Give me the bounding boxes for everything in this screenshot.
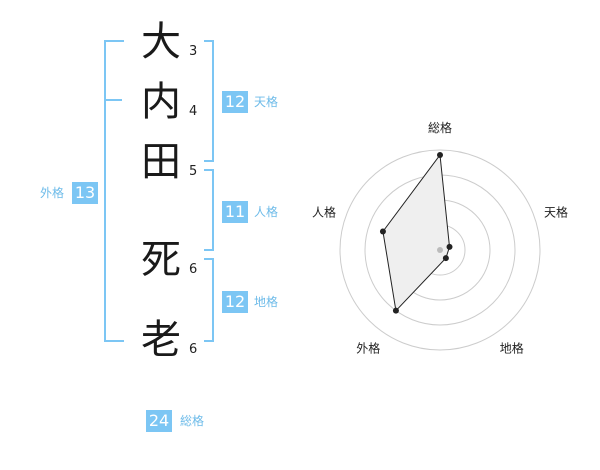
gaikaku-label: 外格 [40, 186, 65, 200]
chikaku-bracket [204, 258, 214, 342]
tenkaku-label: 天格 [254, 95, 279, 109]
stroke-count-1: 3 [189, 44, 198, 59]
radar-ring-4 [339, 149, 541, 351]
name-char-1: 大 [141, 19, 181, 65]
chikaku-label: 地格 [254, 295, 279, 309]
radar-axis-label-2: 天格 [544, 204, 568, 219]
radar-point-3 [442, 255, 449, 262]
radar-axis-label-4: 外格 [356, 341, 380, 356]
stroke-count-2: 4 [189, 104, 198, 119]
jinkaku-bracket [204, 169, 214, 251]
radar-axis-label-1: 総格 [428, 120, 452, 135]
stroke-count-4: 6 [189, 262, 198, 277]
soukaku-label: 総格 [180, 414, 205, 428]
jinkaku-value: 11 [222, 201, 248, 223]
stroke-count-5: 6 [189, 342, 198, 357]
name-char-4: 死 [141, 237, 181, 283]
name-char-5: 老 [141, 317, 181, 363]
radar-axis-label-3: 地格 [500, 341, 524, 356]
radar-area [382, 153, 451, 312]
jinkaku-label: 人格 [254, 205, 279, 219]
radar-point-5 [379, 228, 386, 235]
gaikaku-bracket-mid-tick [104, 99, 122, 101]
radar-point-2 [446, 243, 453, 250]
gaikaku-value: 13 [72, 182, 98, 204]
tenkaku-bracket [204, 40, 214, 162]
chikaku-value: 12 [222, 291, 248, 313]
radar-axis-label-5: 人格 [312, 204, 336, 219]
tenkaku-value: 12 [222, 91, 248, 113]
stroke-count-3: 5 [189, 164, 198, 179]
soukaku-value: 24 [146, 410, 172, 432]
gaikaku-bracket [104, 40, 124, 342]
radar-point-1 [437, 152, 443, 158]
name-char-3: 田 [141, 139, 181, 185]
radar-center-dot [437, 247, 443, 253]
radar-point-4 [392, 307, 399, 314]
name-char-2: 内 [141, 79, 181, 125]
